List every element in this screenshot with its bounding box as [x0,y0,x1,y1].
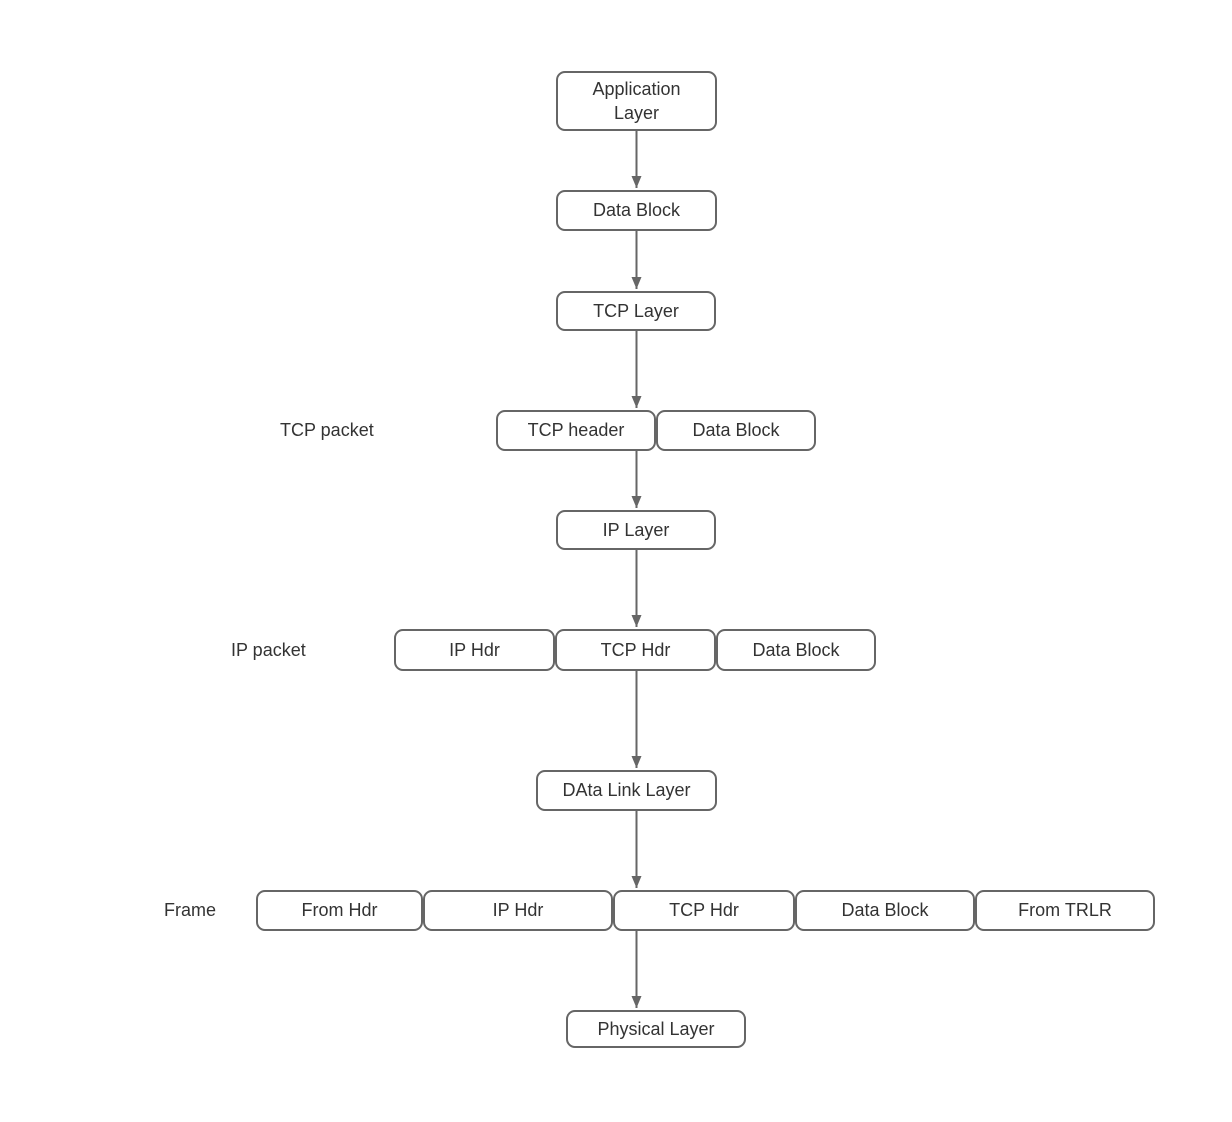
ip-packet-label: IP packet [231,639,306,660]
segment-from-trlr: From TRLR [975,890,1155,931]
node-data-block: Data Block [556,190,717,231]
segment-tcp-header: TCP header [496,410,656,451]
tcp-packet-label: TCP packet [280,420,374,440]
segment-from-hdr: From Hdr [256,890,423,931]
segment-ip-hdr: IP Hdr [423,890,613,931]
segment-tcp-hdr: TCP Hdr [613,890,795,931]
segment-ip-hdr: IP Hdr [394,629,555,671]
node-ip-layer: IP Layer [556,510,716,550]
node-physical-layer: Physical Layer [566,1010,746,1048]
segment-data-block: Data Block [795,890,975,931]
segment-data-block: Data Block [656,410,816,451]
segment-data-block: Data Block [716,629,876,671]
node-data-link-layer: DAta Link Layer [536,770,717,811]
node-tcp-layer: TCP Layer [556,291,716,331]
frame-label: Frame [164,900,217,920]
segment-tcp-hdr: TCP Hdr [555,629,716,671]
node-application-layer: Application Layer [556,71,717,131]
